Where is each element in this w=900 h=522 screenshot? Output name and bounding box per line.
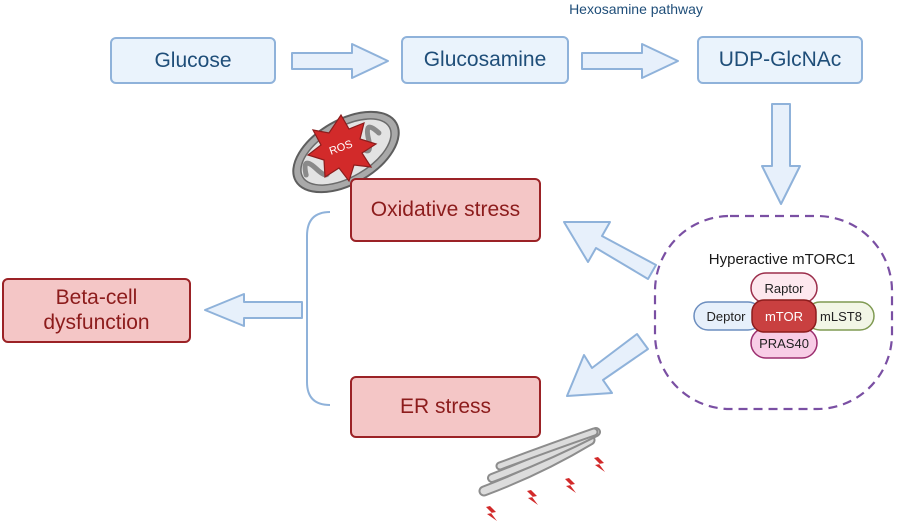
glucosamine-node: Glucosamine bbox=[401, 36, 569, 84]
endoplasmic-reticulum-icon bbox=[478, 427, 601, 497]
arrow-glucose-to-glucosamine bbox=[291, 43, 389, 79]
stress-bracket bbox=[306, 211, 331, 406]
deptor-label: Deptor bbox=[706, 309, 746, 324]
glucose-label: Glucose bbox=[154, 48, 232, 72]
arrow-udp-to-mtorc1 bbox=[761, 103, 801, 205]
udp-glcnac-label: UDP-GlcNAc bbox=[718, 48, 842, 71]
pras40-label: PRAS40 bbox=[759, 336, 809, 351]
er-stress-node: ER stress bbox=[350, 376, 541, 438]
mtorc1-title: Hyperactive mTORC1 bbox=[709, 251, 855, 268]
mtorc1-dashed-outline bbox=[653, 214, 894, 411]
beta-cell-label-line2: dysfunction bbox=[43, 310, 150, 334]
beta-cell-dysfunction-node: Beta-cell dysfunction bbox=[2, 278, 191, 343]
stress-lightning-icon bbox=[486, 457, 605, 521]
glucose-node: Glucose bbox=[110, 37, 276, 84]
glucosamine-label: Glucosamine bbox=[423, 48, 547, 71]
oxidative-stress-node: Oxidative stress bbox=[350, 178, 541, 242]
udp-glcnac-node: UDP-GlcNAc bbox=[697, 36, 863, 84]
arrow-to-beta-cell bbox=[204, 293, 303, 327]
arrow-mtorc1-to-er bbox=[566, 333, 649, 397]
mtor-label: mTOR bbox=[765, 309, 803, 324]
er-stress-label: ER stress bbox=[399, 394, 491, 418]
hexosamine-pathway-label: Hexosamine pathway bbox=[569, 1, 703, 17]
raptor-label: Raptor bbox=[764, 281, 804, 296]
mlst8-label: mLST8 bbox=[820, 309, 862, 324]
mtor-node-shape bbox=[751, 299, 817, 333]
arrow-mtorc1-to-oxidative bbox=[563, 221, 657, 280]
beta-cell-label-line1: Beta-cell bbox=[55, 286, 138, 310]
oxidative-stress-label: Oxidative stress bbox=[370, 197, 521, 221]
ros-burst-icon bbox=[306, 113, 378, 183]
arrow-glucosamine-to-udp bbox=[581, 43, 679, 79]
